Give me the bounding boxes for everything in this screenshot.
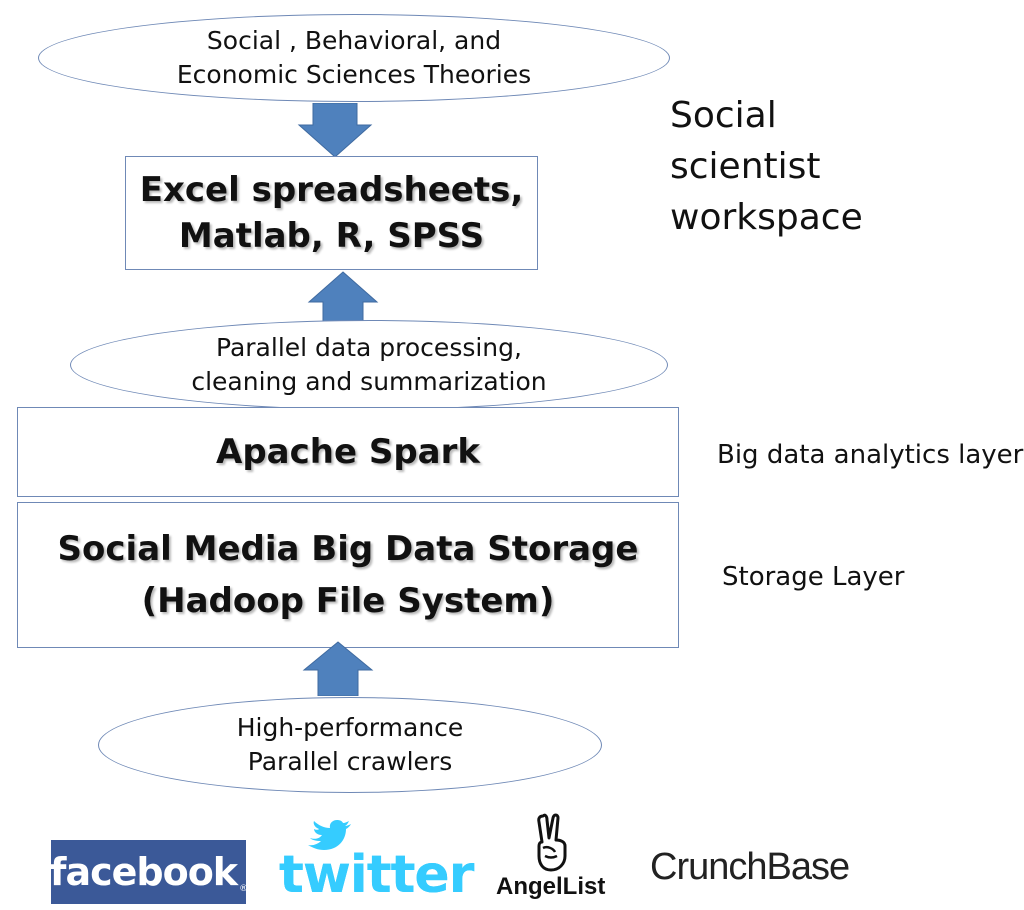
arrow-up-icon	[307, 271, 379, 326]
analytics-layer-label: Big data analytics layer	[717, 440, 1024, 470]
angellist-hand-icon	[537, 813, 567, 872]
tools-label: Excel spreadsheets, Matlab, R, SPSS	[139, 170, 524, 256]
storage-layer-label: Storage Layer	[722, 562, 905, 592]
tools-box: Excel spreadsheets, Matlab, R, SPSS	[125, 156, 538, 270]
arrow-down-icon	[297, 103, 373, 158]
facebook-wordmark: facebook	[49, 850, 238, 894]
crawlers-label: High-performance Parallel crawlers	[236, 713, 464, 776]
facebook-logo: facebook®	[49, 840, 248, 904]
arrow-up-icon	[302, 641, 374, 696]
processing-ellipse: Parallel data processing, cleaning and s…	[70, 320, 668, 410]
theories-ellipse: Social , Behavioral, and Economic Scienc…	[38, 14, 670, 102]
spark-label: Apache Spark	[216, 432, 480, 472]
theories-label: Social , Behavioral, and Economic Scienc…	[176, 26, 532, 89]
crawlers-ellipse: High-performance Parallel crawlers	[98, 697, 602, 793]
processing-label: Parallel data processing, cleaning and s…	[191, 333, 547, 396]
workspace-label: Social scientist workspace	[670, 95, 863, 238]
crunchbase-wordmark: CrunchBase	[650, 846, 850, 888]
angellist-wordmark: AngelList	[496, 873, 606, 900]
storage-box: Social Media Big Data Storage (Hadoop Fi…	[17, 502, 679, 648]
spark-box: Apache Spark	[17, 407, 679, 497]
twitter-wordmark: twitter	[279, 845, 474, 905]
storage-label: Social Media Big Data Storage (Hadoop Fi…	[57, 529, 639, 621]
twitter-bird-icon	[308, 820, 351, 850]
